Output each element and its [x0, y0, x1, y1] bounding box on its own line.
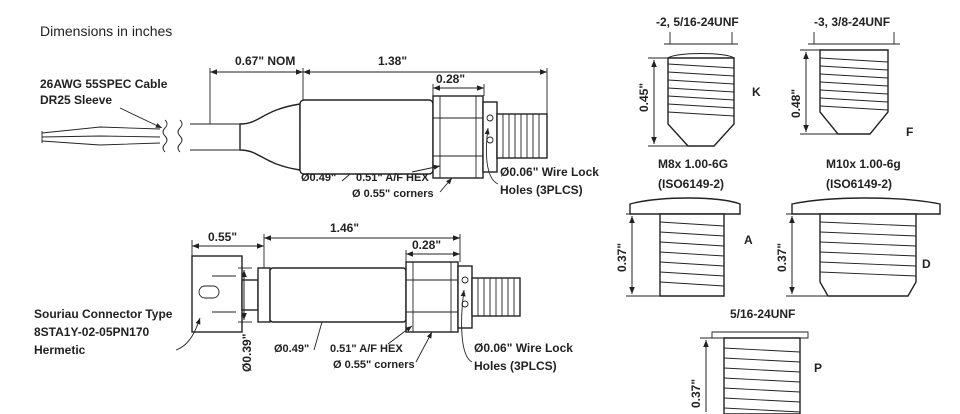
fitting-d-thread-line1: M10x 1.00-6g — [826, 157, 901, 171]
dim-028: 0.28" — [436, 72, 465, 86]
dim-corners: Ø 0.55" corners — [352, 188, 434, 200]
dim-nom: 0.67" NOM — [235, 54, 295, 68]
fitting-k: -2, 5/16-24UNF 0.45" K — [637, 15, 761, 147]
fitting-p-thread: 5/16-24UNF — [730, 307, 795, 321]
dim-138: 1.38" — [378, 54, 407, 68]
fitting-a-thread-line2: (ISO6149-2) — [658, 177, 724, 191]
wire-lock-line2: Holes (3PLCS) — [500, 183, 583, 197]
cable-label-line2: DR25 Sleeve — [40, 93, 112, 107]
connector-label-line3: Hermetic — [34, 343, 86, 357]
hex-nut — [405, 261, 459, 333]
fitting-f-thread: -3, 3/8-24UNF — [814, 15, 890, 29]
fitting-a-dim: 0.37" — [615, 243, 629, 272]
dim-hex: 0.51" A/F HEX — [356, 172, 429, 184]
fitting-k-dim: 0.45" — [637, 83, 651, 112]
fitting-d: M10x 1.00-6g (ISO6149-2) 0.37" D — [775, 157, 941, 297]
dim-hex: 0.51" A/F HEX — [330, 343, 403, 355]
wire-lock-hole — [461, 276, 469, 284]
dim-049: Ø0.49" — [301, 172, 336, 184]
wire-lock-line1: Ø0.06" Wire Lock — [474, 341, 573, 355]
fitting-p: 5/16-24UNF 0.37" P — [689, 307, 822, 414]
thread-stub — [496, 113, 548, 159]
fitting-a-letter: A — [744, 233, 753, 247]
fitting-d-letter: D — [922, 257, 931, 271]
cable — [41, 119, 265, 153]
top-sensor: 26AWG 55SPEC Cable DR25 Sleeve — [40, 54, 599, 200]
strain-relief — [239, 103, 301, 171]
dim-055: 0.55" — [208, 230, 237, 244]
cable-label-line1: 26AWG 55SPEC Cable — [40, 77, 168, 91]
dim-028: 0.28" — [412, 238, 441, 252]
sensor-body — [299, 99, 434, 175]
dim-146: 1.46" — [330, 221, 359, 235]
dim-049: Ø0.49" — [274, 343, 309, 355]
dim-039: Ø0.39" — [240, 334, 254, 372]
connector-label-line1: Souriau Connector Type — [34, 307, 173, 321]
fitting-a-thread-line1: M8x 1.00-6G — [658, 157, 728, 171]
fitting-f: -3, 3/8-24UNF 0.48" F — [789, 15, 913, 139]
wire-lock-line1: Ø0.06" Wire Lock — [500, 165, 599, 179]
connector-label-line2: 8STA1Y-02-05PN170 — [34, 325, 150, 339]
fitting-p-dim: 0.37" — [689, 379, 703, 408]
fitting-a: M8x 1.00-6G (ISO6149-2) 0.37" A — [615, 157, 753, 297]
sensor-body — [269, 267, 407, 323]
thread-stub — [471, 277, 521, 317]
dim-corners: Ø 0.55" corners — [333, 359, 415, 371]
fitting-k-thread: -2, 5/16-24UNF — [656, 15, 739, 29]
bottom-sensor: 0.55" 1.46" 0.28" Ø0.39" Ø0.49" 0.51" A/… — [34, 221, 573, 373]
fitting-f-dim: 0.48" — [789, 89, 803, 118]
wire-lock-line2: Holes (3PLCS) — [474, 359, 557, 373]
fitting-f-letter: F — [906, 125, 913, 139]
fitting-p-letter: P — [814, 361, 822, 375]
hex-nut — [432, 95, 484, 179]
drawing-title: Dimensions in inches — [40, 23, 172, 39]
fitting-k-letter: K — [752, 85, 761, 99]
fitting-d-thread-line2: (ISO6149-2) — [826, 177, 892, 191]
wire-lock-hole — [486, 114, 494, 122]
fitting-d-dim: 0.37" — [775, 243, 789, 272]
